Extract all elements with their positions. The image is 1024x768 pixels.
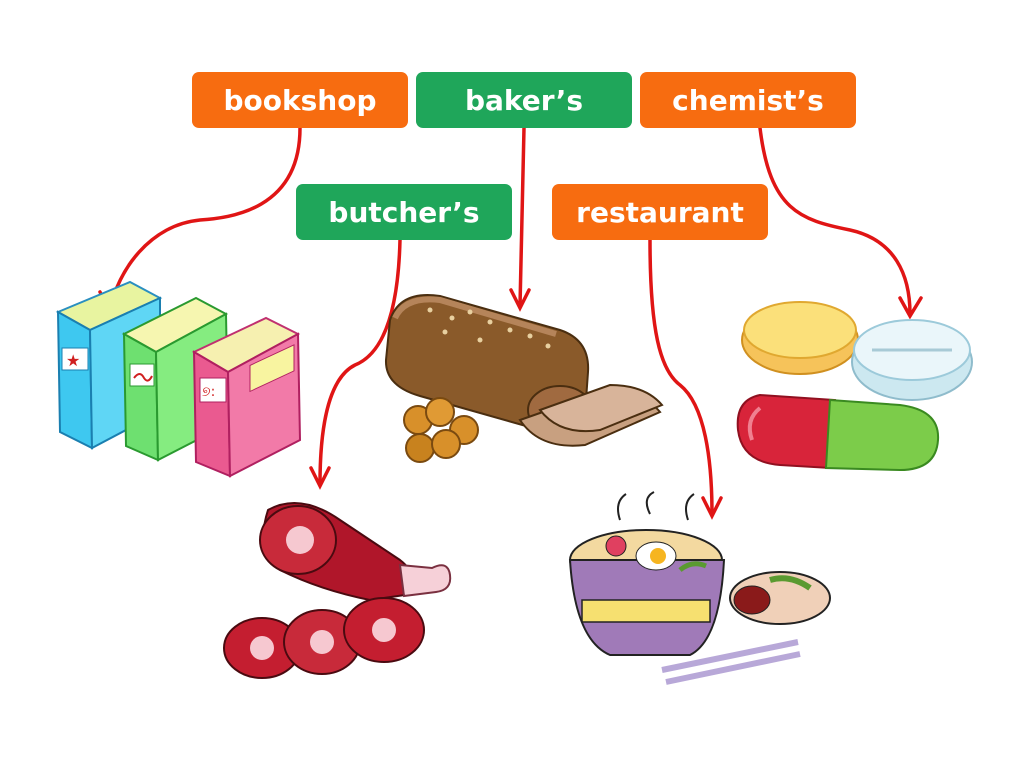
- chemists-label: chemist’s: [640, 72, 856, 128]
- butchers-label: butcher’s: [296, 184, 512, 240]
- bakers-label: baker’s: [416, 72, 632, 128]
- arrow-bookshop-to-books: [108, 126, 302, 312]
- arrowhead-chemists: [898, 296, 923, 320]
- bookshop-label: bookshop: [192, 72, 408, 128]
- arrow-restaurant-to-bowl: [648, 238, 714, 516]
- arrow-bakers-to-bread: [518, 126, 526, 308]
- arrow-chemists-to-pills: [758, 126, 912, 316]
- arrowhead-restaurant: [701, 496, 723, 520]
- arrowhead-butchers: [309, 466, 331, 490]
- restaurant-label: restaurant: [552, 184, 768, 240]
- arrow-butchers-to-meat: [318, 238, 402, 486]
